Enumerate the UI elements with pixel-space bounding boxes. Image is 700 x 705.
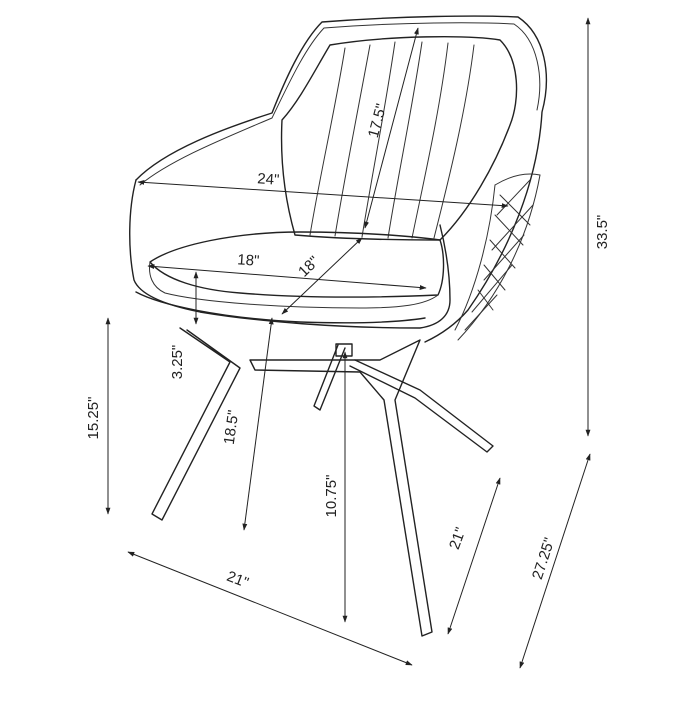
dim-base-width [127,551,413,666]
dim-base-depth [447,477,501,635]
label-base-depth: 21" [446,525,470,552]
dim-seat-height [242,317,274,531]
dim-overall-width [137,179,509,209]
side-panel-stitching [454,173,541,341]
label-arm-height: 15.25" [85,397,102,440]
chair-base [151,327,494,637]
chair-front-outline [129,179,451,329]
label-overall-depth: 27.25" [529,536,558,582]
label-seat-cushion: 3.25" [169,345,186,380]
dim-overall-depth [519,453,591,669]
dim-seat-depth [281,237,363,315]
label-leg-clearance: 10.75" [323,475,340,518]
label-seat-height: 18.5" [221,409,243,446]
dim-back-height [364,27,419,229]
tufting-line-1 [309,47,346,236]
seat-base-band [135,291,426,324]
label-back-height: 17.5" [365,102,390,140]
chair-shell-inner [139,22,541,186]
label-overall-width: 24" [257,170,280,188]
seat-cushion-top [149,231,445,298]
chair-illustration [129,15,548,637]
label-seat-width: 18" [237,251,260,269]
swivel-hub [335,343,353,357]
back-cushion [280,36,518,241]
front-right-leg [249,339,433,637]
dimension-lines [105,17,591,669]
label-overall-height: 33.5" [594,215,611,250]
label-seat-depth: 18" [295,253,323,281]
tufting-line-4 [387,41,423,239]
label-base-width: 21" [224,568,251,592]
tufting-line-6 [433,44,475,239]
back-right-leg [349,359,494,453]
back-left-leg [313,344,346,411]
dimension-labels: 33.5" 17.5" 24" 18" 18" 3.25" 18.5" 15.2… [85,102,611,592]
front-left-leg [151,327,241,521]
